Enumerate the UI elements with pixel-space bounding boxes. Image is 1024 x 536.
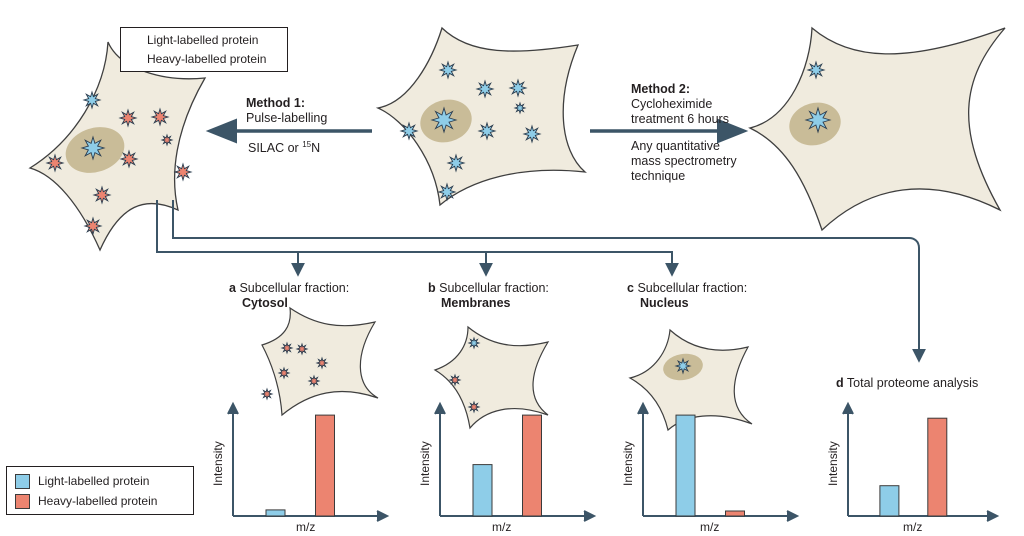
heavy-protein-star-icon — [173, 162, 193, 182]
connector-to-c — [486, 251, 679, 277]
chart-a-axes — [227, 401, 390, 522]
light-protein-star-icon — [82, 90, 102, 110]
light-protein-star-icon — [467, 336, 481, 350]
light-protein-star-icon — [437, 182, 457, 202]
chart-a-heavy-bar — [315, 414, 335, 517]
method1-line1: Pulse-labelling — [246, 111, 328, 125]
light-protein-star-icon — [438, 60, 458, 80]
heavy-protein-star-icon — [280, 341, 294, 355]
cell-center — [375, 26, 587, 207]
chart-d-axes — [842, 401, 1000, 522]
legend-bottom-light-label: Light-labelled protein — [38, 474, 150, 488]
chart-a-light-bar — [265, 509, 286, 517]
bars-layer — [265, 414, 948, 517]
chart-a-xlabel: m/z — [296, 520, 316, 534]
method2-line4: mass spectrometry — [631, 154, 737, 168]
heavy-protein-star-icon — [150, 107, 170, 127]
fraction-b-label: b Subcellular fraction: — [428, 281, 549, 295]
chart-c-ylabel: Intensity — [621, 441, 635, 486]
light-protein-star-icon — [477, 121, 497, 141]
method2-line2: treatment 6 hours — [631, 112, 729, 126]
heavy-protein-star-icon — [277, 366, 291, 380]
chart-b-light-bar — [472, 464, 493, 517]
chart-b-ylabel: Intensity — [418, 441, 432, 486]
chart-d-xlabel: m/z — [903, 520, 923, 534]
light-protein-star-icon — [522, 124, 542, 144]
heavy-protein-star-icon — [315, 356, 329, 370]
heavy-protein-star-icon — [467, 400, 481, 414]
chart-b-heavy-bar — [522, 414, 542, 517]
chart-b-axes — [434, 401, 597, 522]
light-protein-star-icon — [674, 357, 692, 375]
legend-top-heavy-label: Heavy-labelled protein — [147, 52, 267, 66]
heavy-protein-star-icon — [45, 153, 65, 173]
connector-to-b — [298, 251, 493, 277]
chart-b-xlabel: m/z — [492, 520, 512, 534]
method2-line3: Any quantitative — [631, 139, 720, 153]
heavy-protein-star-icon — [260, 387, 274, 401]
fraction-d-label: d Total proteome analysis — [836, 376, 979, 390]
method2-title: Method 2: — [631, 82, 691, 96]
legend-bottom-heavy: Heavy-labelled protein — [15, 493, 157, 509]
heavy-protein-star-icon — [160, 133, 174, 147]
light-protein-star-icon — [508, 78, 528, 98]
connector-to-d — [172, 200, 926, 363]
heavy-swatch — [15, 493, 30, 509]
heavy-protein-star-icon — [448, 373, 462, 387]
cell-membranes — [433, 325, 550, 430]
light-protein-star-icon — [806, 60, 826, 80]
method2-line1: Cycloheximide — [631, 97, 713, 111]
chart-c-heavy-bar — [725, 510, 745, 517]
fraction-b-name: Membranes — [441, 296, 511, 310]
legend-bottom-light: Light-labelled protein — [15, 473, 149, 489]
chart-d-light-bar — [879, 485, 900, 517]
chart-d-ylabel: Intensity — [826, 441, 840, 486]
heavy-protein-star-icon — [83, 216, 103, 236]
fraction-a-name: Cytosol — [242, 296, 288, 310]
legend-top: Light-labelled protein Heavy-labelled pr… — [120, 27, 288, 72]
method1-title: Method 1: — [246, 96, 306, 110]
heavy-protein-star-icon — [295, 342, 309, 356]
heavy-protein-star-icon — [119, 149, 139, 169]
fraction-c-name: Nucleus — [640, 296, 689, 310]
light-swatch — [15, 473, 30, 489]
chart-c-xlabel: m/z — [700, 520, 720, 534]
light-protein-star-icon — [475, 79, 495, 99]
light-protein-star-icon — [430, 106, 458, 134]
legend-bottom-heavy-label: Heavy-labelled protein — [38, 494, 158, 508]
light-protein-star-icon — [804, 106, 832, 134]
light-protein-star-icon — [399, 121, 419, 141]
method1-line2: SILAC or 15N — [248, 140, 321, 156]
chart-a-ylabel: Intensity — [211, 441, 225, 486]
legend-top-light-label: Light-labelled protein — [147, 33, 259, 47]
light-protein-star-icon — [80, 135, 106, 161]
cell-right — [748, 26, 1006, 232]
legend-bottom: Light-labelled protein Heavy-labelled pr… — [6, 466, 194, 515]
heavy-protein-star-icon — [92, 185, 112, 205]
chart-c-light-bar — [675, 414, 696, 517]
chart-d-heavy-bar — [927, 417, 948, 517]
fraction-a-label: a Subcellular fraction: — [229, 281, 350, 295]
fraction-c-label: c Subcellular fraction: — [627, 281, 748, 295]
connector-to-a — [156, 200, 305, 277]
cell-nucleus — [628, 328, 753, 432]
heavy-protein-star-icon — [118, 108, 138, 128]
chart-c-axes — [637, 401, 800, 522]
light-protein-star-icon — [513, 101, 527, 115]
method2-line5: technique — [631, 169, 686, 183]
heavy-protein-star-icon — [307, 374, 321, 388]
light-protein-star-icon — [446, 153, 466, 173]
